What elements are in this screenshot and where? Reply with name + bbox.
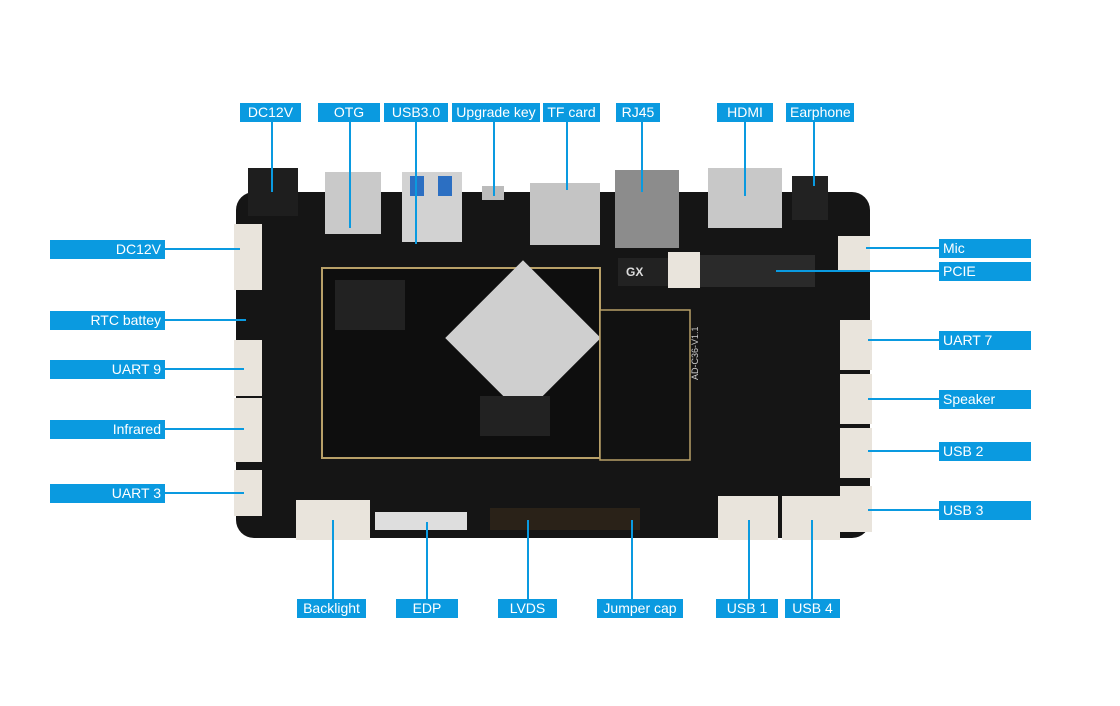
label-uart3: UART 3 (50, 484, 165, 503)
label-pcie: PCIE (939, 262, 1031, 281)
connectors (234, 224, 872, 540)
label-usb3-right: USB 3 (939, 501, 1031, 520)
label-tf-card: TF card (543, 103, 600, 122)
chip-marking: GX (626, 265, 643, 279)
label-uart7: UART 7 (939, 331, 1031, 350)
label-lvds: LVDS (498, 599, 557, 618)
label-jumper-cap: Jumper cap (597, 599, 683, 618)
label-rj45: RJ45 (616, 103, 660, 122)
label-usb1: USB 1 (716, 599, 778, 618)
label-mic: Mic (939, 239, 1031, 258)
label-infrared: Infrared (50, 420, 165, 439)
label-dc12v-left: DC12V (50, 240, 165, 259)
label-usb3: USB3.0 (384, 103, 448, 122)
label-earphone: Earphone (786, 103, 854, 122)
rj45-port (615, 170, 679, 248)
label-otg: OTG (318, 103, 380, 122)
board-model-marking: AD-C36-V1.1 (690, 326, 700, 380)
label-dc12v-top: DC12V (240, 103, 301, 122)
label-usb4: USB 4 (785, 599, 840, 618)
otg-port (325, 172, 381, 234)
leader-lines (165, 122, 940, 600)
tf-card-slot (530, 183, 600, 245)
label-uart9: UART 9 (50, 360, 165, 379)
label-edp: EDP (396, 599, 458, 618)
label-hdmi: HDMI (717, 103, 773, 122)
soc-chip (445, 260, 601, 416)
label-backlight: Backlight (297, 599, 366, 618)
earphone-jack (792, 176, 828, 220)
label-speaker: Speaker (939, 390, 1031, 409)
label-usb2: USB 2 (939, 442, 1031, 461)
label-upgrade-key: Upgrade key (452, 103, 540, 122)
label-rtc-battery: RTC battey (50, 311, 165, 330)
